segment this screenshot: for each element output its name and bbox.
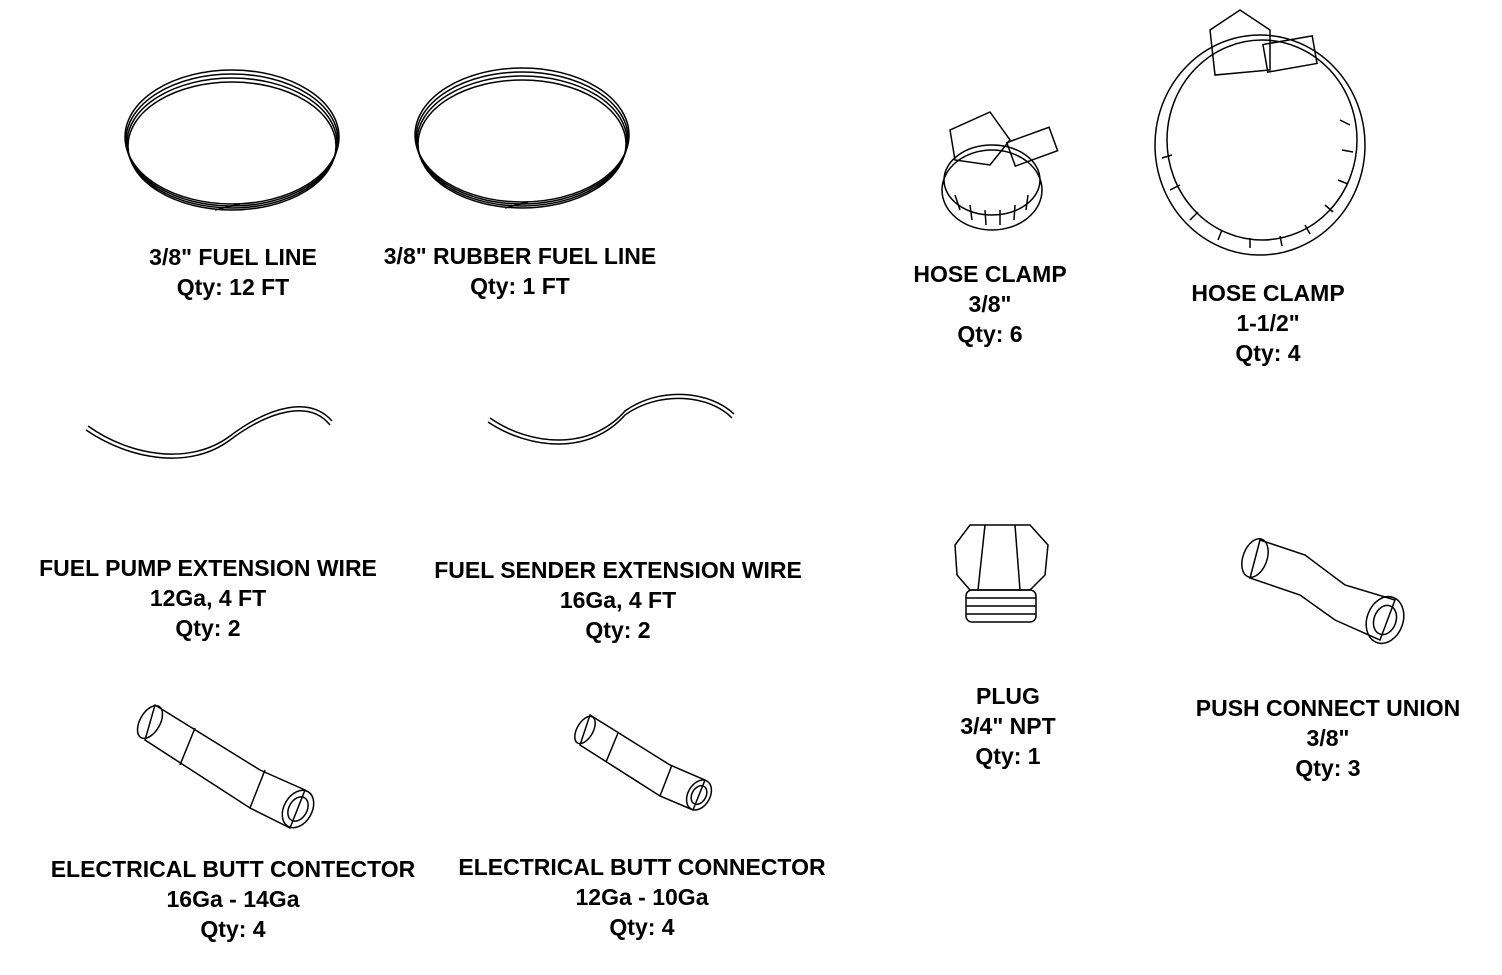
butt-connector-small-icon bbox=[574, 713, 713, 811]
part-label-rubber-fuel-line: 3/8" RUBBER FUEL LINE Qty: 1 FT bbox=[384, 241, 656, 301]
part-qty: Qty: 3 bbox=[1295, 755, 1361, 781]
part-label-fuel-line: 3/8" FUEL LINE Qty: 12 FT bbox=[149, 242, 317, 302]
part-spec: 3/8" bbox=[968, 291, 1012, 317]
part-name: HOSE CLAMP bbox=[913, 261, 1067, 287]
rubber-fuel-line-coil-icon bbox=[414, 67, 630, 209]
part-name: HOSE CLAMP bbox=[1191, 280, 1345, 306]
part-label-hose-clamp-large: HOSE CLAMP 1-1/2" Qty: 4 bbox=[1191, 278, 1344, 368]
fuel-pump-wire-icon bbox=[85, 406, 333, 459]
push-connect-union-icon bbox=[1241, 538, 1405, 645]
part-name: ELECTRICAL BUTT CONTECTOR bbox=[50, 856, 416, 882]
part-qty: Qty: 1 bbox=[975, 743, 1041, 769]
part-spec: 16Ga - 14Ga bbox=[166, 886, 300, 912]
small-hose-clamp-icon bbox=[941, 111, 1059, 231]
part-qty: Qty: 1 FT bbox=[470, 273, 570, 299]
part-label-plug: PLUG 3/4" NPT Qty: 1 bbox=[960, 681, 1055, 771]
part-label-butt-connector-16-14: ELECTRICAL BUTT CONTECTOR 16Ga - 14Ga Qt… bbox=[51, 854, 416, 944]
part-qty: Qty: 2 bbox=[585, 617, 651, 643]
part-spec: 1-1/2" bbox=[1236, 310, 1300, 336]
part-name: PLUG bbox=[976, 683, 1040, 709]
part-label-push-connect-union: PUSH CONNECT UNION 3/8" Qty: 3 bbox=[1196, 693, 1461, 783]
part-name: PUSH CONNECT UNION bbox=[1195, 695, 1461, 721]
part-qty: Qty: 4 bbox=[1235, 340, 1301, 366]
part-qty: Qty: 6 bbox=[957, 321, 1023, 347]
part-label-hose-clamp-small: HOSE CLAMP 3/8" Qty: 6 bbox=[913, 259, 1066, 349]
part-name: ELECTRICAL BUTT CONNECTOR bbox=[458, 854, 826, 880]
fuel-sender-wire-icon bbox=[487, 393, 735, 445]
part-name: FUEL PUMP EXTENSION WIRE bbox=[39, 555, 377, 581]
part-spec: 12Ga - 10Ga bbox=[575, 884, 709, 910]
part-qty: Qty: 2 bbox=[175, 615, 241, 641]
hex-plug-icon bbox=[954, 524, 1049, 623]
part-qty: Qty: 4 bbox=[200, 916, 266, 942]
part-spec: 3/4" NPT bbox=[960, 713, 1056, 739]
part-spec: 16Ga, 4 FT bbox=[559, 587, 677, 613]
butt-connector-large-icon bbox=[136, 703, 315, 830]
part-label-butt-connector-12-10: ELECTRICAL BUTT CONNECTOR 12Ga - 10Ga Qt… bbox=[458, 852, 825, 942]
part-spec: 12Ga, 4 FT bbox=[149, 585, 267, 611]
large-hose-clamp-icon bbox=[1154, 9, 1366, 256]
part-label-fuel-sender-wire: FUEL SENDER EXTENSION WIRE 16Ga, 4 FT Qt… bbox=[434, 555, 802, 645]
part-name: 3/8" FUEL LINE bbox=[149, 244, 317, 270]
part-label-fuel-pump-wire: FUEL PUMP EXTENSION WIRE 12Ga, 4 FT Qty:… bbox=[39, 553, 377, 643]
part-spec: 3/8" bbox=[1306, 725, 1350, 751]
fuel-line-coil-icon bbox=[124, 69, 340, 211]
part-qty: Qty: 12 FT bbox=[176, 274, 290, 300]
part-name: FUEL SENDER EXTENSION WIRE bbox=[434, 557, 802, 583]
part-qty: Qty: 4 bbox=[609, 914, 675, 940]
part-name: 3/8" RUBBER FUEL LINE bbox=[383, 243, 657, 269]
